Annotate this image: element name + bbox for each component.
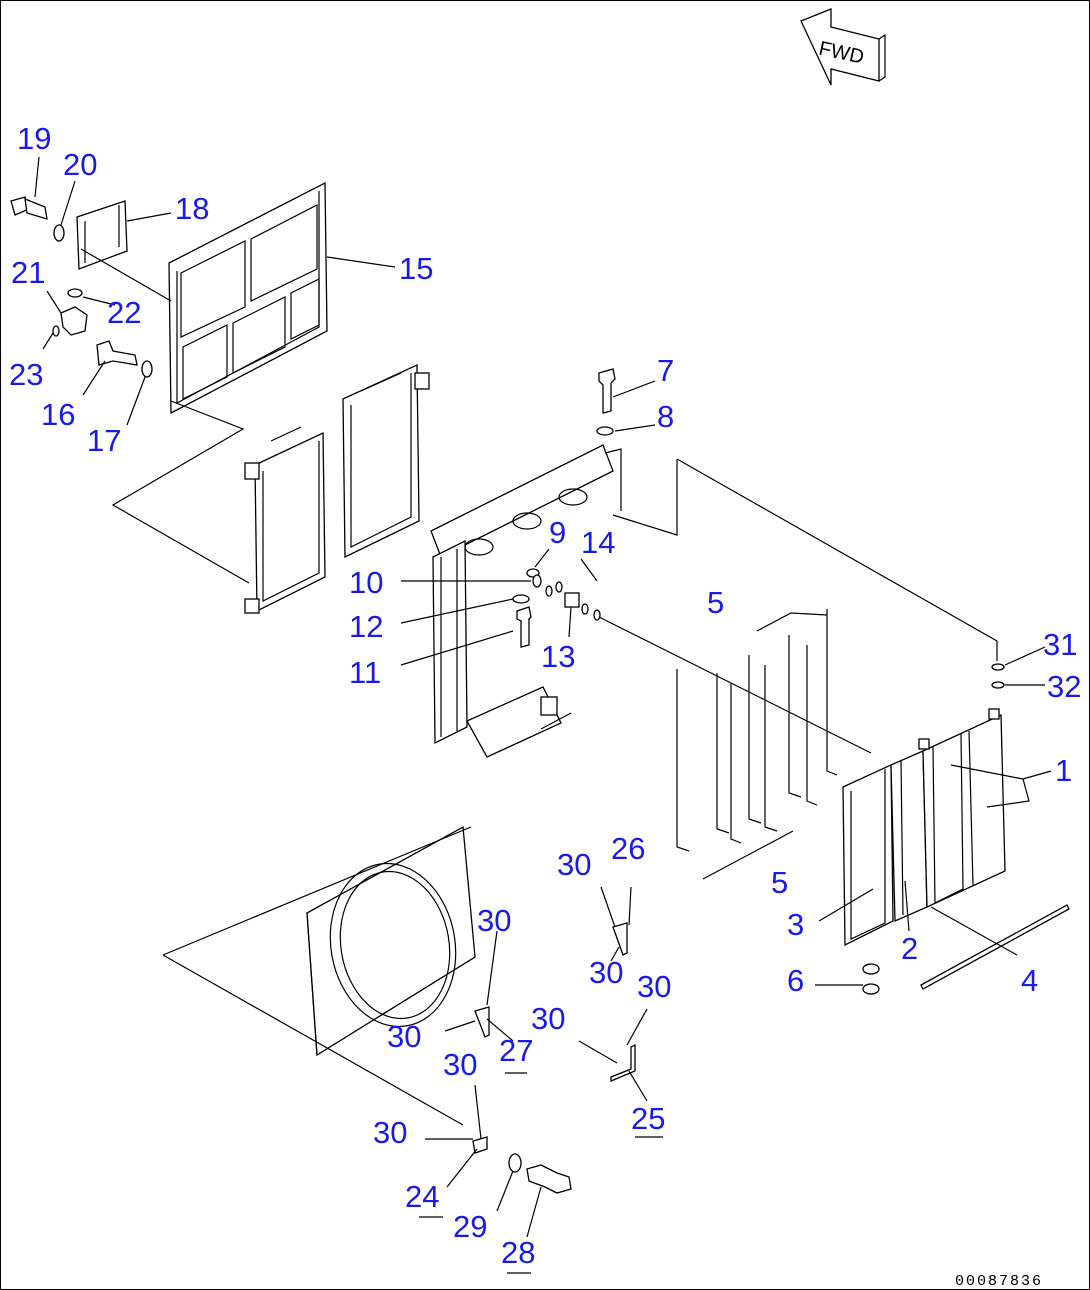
callout-18: 18 [175, 191, 209, 226]
leader-lines [34, 156, 1052, 1274]
callout-8: 8 [657, 399, 674, 434]
callout-7: 7 [657, 353, 674, 388]
part-32-washer [991, 681, 1005, 689]
part-27-bracket [474, 1006, 490, 1038]
callout-32: 32 [1047, 669, 1081, 704]
callout-30-c: 30 [637, 969, 671, 1004]
part-5-rods [676, 609, 838, 880]
callout-11: 11 [349, 655, 381, 690]
part-18-bracket [76, 200, 128, 270]
callout-26: 26 [611, 831, 645, 866]
callout-30-b: 30 [589, 955, 623, 990]
callout-14: 14 [581, 525, 615, 560]
callout-9: 9 [549, 515, 566, 550]
oil-cooler-core-left [244, 426, 326, 614]
callout-25: 25 [631, 1101, 665, 1136]
part-19-bolt [10, 196, 48, 220]
part-31-washer [991, 663, 1005, 671]
part-7-bolt [598, 368, 616, 414]
callout-2: 2 [901, 931, 918, 966]
part-22-oring [67, 288, 83, 298]
callout-6: 6 [787, 963, 804, 998]
callout-16: 16 [41, 397, 75, 432]
callout-13: 13 [541, 639, 575, 674]
callout-22: 22 [107, 295, 141, 330]
callout-21: 21 [11, 255, 45, 290]
radiator-frame [430, 444, 622, 758]
callout-1: 1 [1055, 753, 1072, 788]
part-14-hose-fittings [545, 581, 601, 621]
callout-10: 10 [349, 565, 383, 600]
part-6-clamps [815, 963, 880, 995]
part-26-bracket [612, 922, 628, 956]
callout-12: 12 [349, 609, 383, 644]
callout-20: 20 [63, 147, 97, 182]
part-16-bolt [96, 340, 138, 366]
callout-30-h: 30 [373, 1115, 407, 1150]
callout-30-g: 30 [443, 1047, 477, 1082]
callout-15: 15 [399, 251, 433, 286]
part-2-radiator-core [890, 750, 928, 922]
callout-29: 29 [453, 1209, 487, 1244]
oil-cooler-core-right [342, 363, 430, 559]
part-11-bolt [516, 606, 532, 648]
part-15-cover-plate [168, 181, 328, 415]
drawing-code: 00087836 [955, 1273, 1043, 1290]
part-4-strip [920, 904, 1070, 990]
part-10-fitting [532, 574, 542, 588]
callout-3: 3 [787, 907, 804, 942]
part-1-radiator-core [918, 708, 1006, 909]
callout-5-lower: 5 [771, 865, 788, 900]
part-21-elbow [60, 306, 88, 336]
part-20-washer [53, 224, 65, 242]
part-28-bolt [526, 1164, 572, 1194]
callout-23: 23 [9, 357, 43, 392]
callout-17: 17 [87, 423, 121, 458]
callout-30-d: 30 [477, 903, 511, 938]
part-3-radiator-core [842, 763, 894, 947]
callout-28: 28 [501, 1235, 535, 1270]
callout-30-a: 30 [557, 847, 591, 882]
callout-31: 31 [1043, 627, 1077, 662]
part-17-washer [141, 360, 153, 378]
part-29-washer [508, 1153, 522, 1173]
part-8-washer [596, 426, 614, 436]
part-23-ring [52, 325, 60, 337]
fwd-arrow-icon: FWD [800, 8, 886, 86]
callout-30-e: 30 [387, 1019, 421, 1054]
part-12-washer [512, 594, 530, 604]
fan-shroud [306, 825, 476, 1057]
callout-24: 24 [405, 1179, 439, 1214]
callout-5-upper: 5 [707, 585, 724, 620]
callout-19: 19 [17, 121, 51, 156]
callout-27: 27 [499, 1033, 533, 1068]
callout-4: 4 [1021, 963, 1038, 998]
callout-30-f: 30 [531, 1001, 565, 1036]
